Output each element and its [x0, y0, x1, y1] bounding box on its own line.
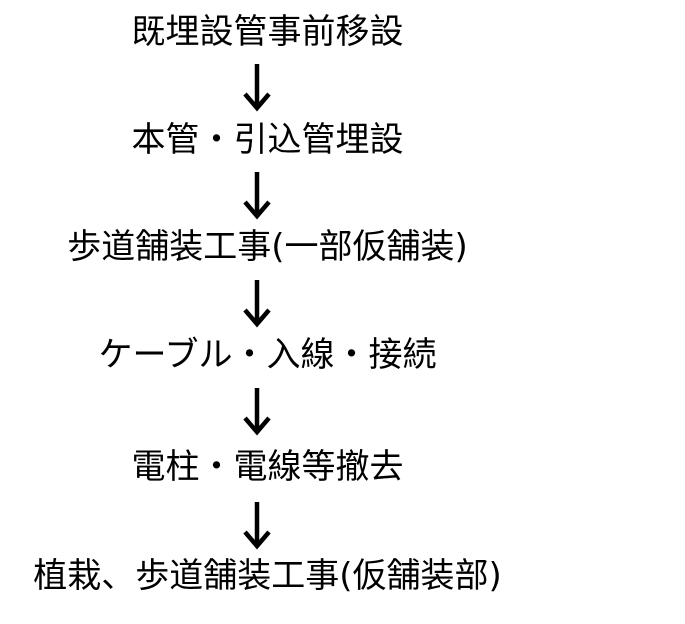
flow-step-5: 電柱・電線等撤去 [131, 447, 404, 487]
down-arrow-icon [243, 62, 271, 112]
down-arrow-icon [243, 500, 271, 550]
flow-step-4: ケーブル・入線・接続 [98, 335, 437, 375]
flow-step-2: 本管・引込管埋設 [131, 120, 404, 160]
down-arrow-icon [243, 278, 271, 328]
down-arrow-icon [243, 386, 271, 436]
down-arrow-icon [243, 170, 271, 220]
flow-step-1: 既埋設管事前移設 [131, 12, 404, 52]
flow-step-6: 植栽、歩道舗装工事(仮舗装部) [33, 556, 502, 596]
flow-step-3: 歩道舗装工事(一部仮舗装) [67, 227, 468, 267]
